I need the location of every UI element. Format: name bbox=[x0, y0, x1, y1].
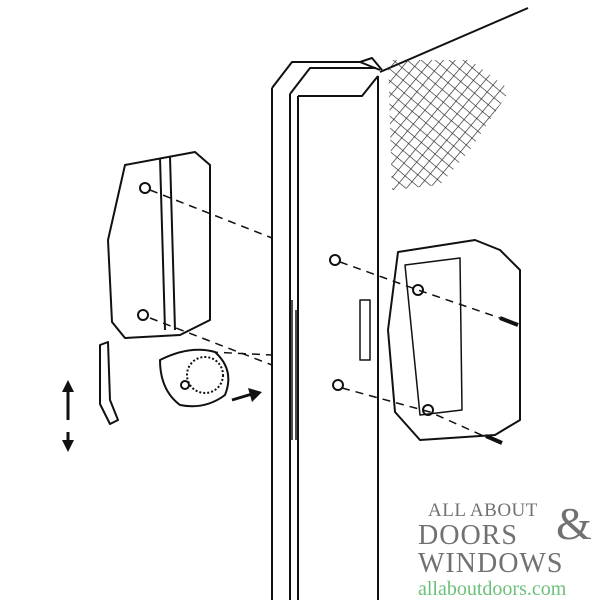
logo-line-1: ALL ABOUT bbox=[428, 500, 538, 521]
latch-parts bbox=[99, 341, 230, 425]
screen-frame bbox=[379, 7, 529, 190]
brand-logo: ALL ABOUT DOORS & WINDOWS allaboutdoors.… bbox=[418, 500, 600, 600]
screws bbox=[485, 316, 519, 445]
outside-handle bbox=[107, 151, 211, 339]
logo-url: allaboutdoors.com bbox=[418, 578, 567, 600]
inside-handle bbox=[387, 239, 521, 441]
logo-line-2: DOORS bbox=[418, 520, 518, 551]
dashed-guides bbox=[149, 189, 501, 439]
logo-ampersand: & bbox=[556, 498, 592, 549]
screen-mesh bbox=[388, 60, 510, 190]
door-frame-post bbox=[271, 57, 383, 600]
logo-line-3: WINDOWS bbox=[418, 548, 564, 579]
arrows bbox=[62, 380, 262, 452]
